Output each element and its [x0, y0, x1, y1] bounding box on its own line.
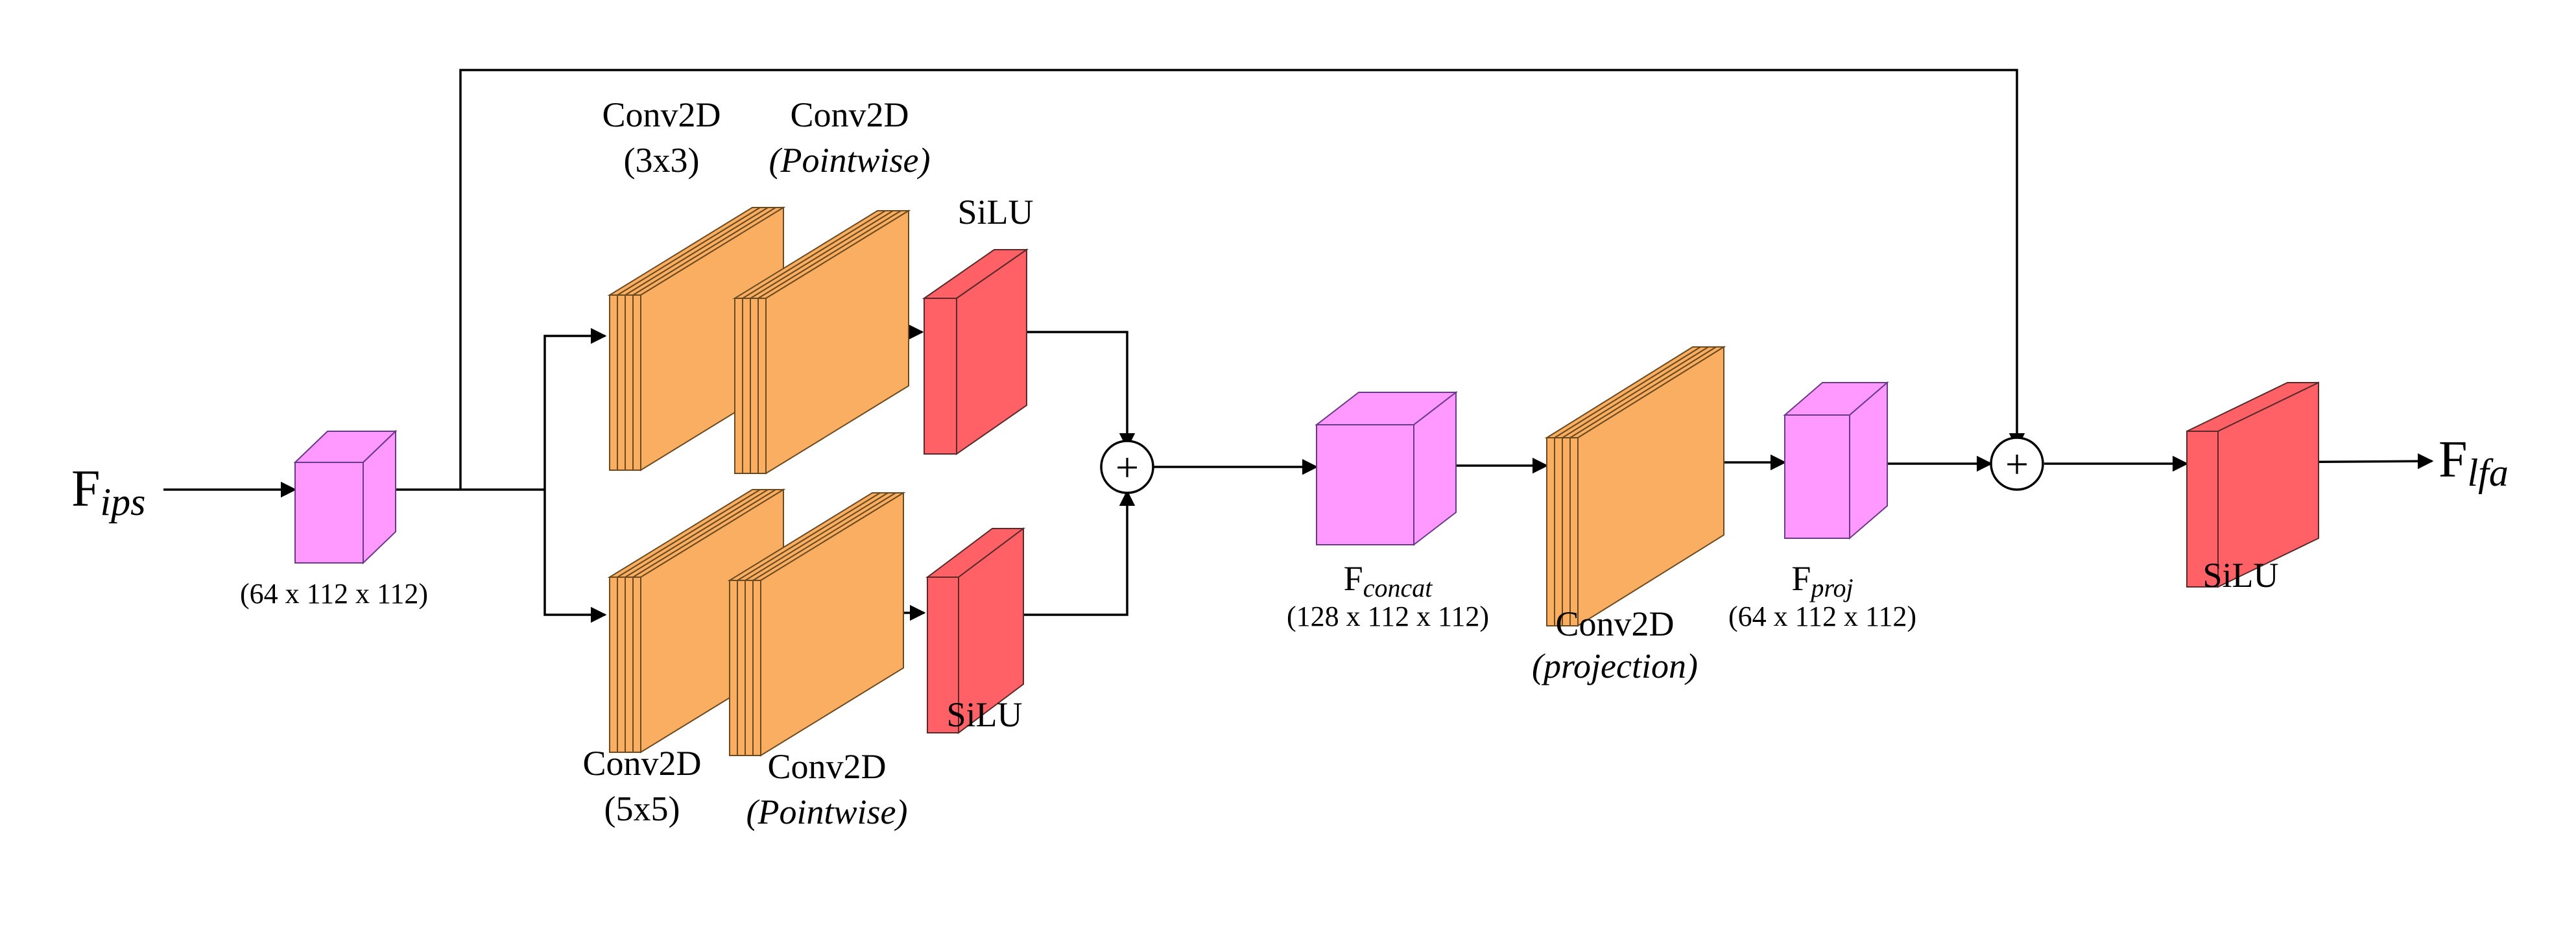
plus-icon: +: [1115, 444, 1139, 490]
input-dims-label: (64 x 112 x 112): [240, 578, 428, 610]
shape: [737, 580, 746, 756]
shape: [727, 492, 883, 581]
input-label: Fips: [71, 460, 146, 523]
shape: [632, 294, 641, 471]
shape: [1569, 437, 1579, 626]
shape: [617, 577, 626, 753]
residual-skip-line: [459, 69, 2025, 490]
top-conv-3x3-stack: [607, 206, 786, 471]
shape: [745, 580, 754, 756]
bottom-conv-b-kernel: (Pointwise): [746, 792, 908, 831]
shape: [757, 298, 767, 474]
top-conv-b-kernel: (Pointwise): [769, 141, 931, 180]
bottom-silu-label: SiLU: [946, 695, 1022, 734]
output-label: Flfa: [2439, 431, 2509, 494]
shape: [2186, 431, 2219, 588]
bottom-conv-a-title: Conv2D: [582, 744, 701, 783]
shape: [1562, 437, 1571, 626]
shape: [729, 580, 738, 756]
shape: [1544, 346, 1703, 438]
sum-node-branches: +: [1100, 440, 1154, 494]
projection-kind: (projection): [1532, 647, 1698, 685]
shape: [1554, 437, 1563, 626]
top-silu-block: [922, 248, 1029, 455]
shape: [609, 294, 618, 471]
shape: [734, 298, 743, 474]
proj-dims-label: (64 x 112 x 112): [1728, 601, 1916, 632]
concat-dims-label: (128 x 112 x 112): [1287, 601, 1489, 632]
projection-title: Conv2D: [1555, 604, 1674, 643]
concat-label: Fconcat: [1344, 559, 1433, 602]
split-to-bottom-branch: [543, 490, 607, 623]
shape: [1546, 437, 1555, 626]
bottom-conv-b-title: Conv2D: [767, 747, 886, 786]
shape: [742, 298, 751, 474]
shape: [625, 294, 634, 471]
projection-conv-stack: [1544, 346, 1726, 627]
shape: [607, 489, 763, 578]
bottom-conv-5x5-stack: [607, 488, 786, 754]
bottom-silu-block: [925, 527, 1025, 734]
split-to-top-branch: [543, 327, 607, 490]
shape: [625, 577, 634, 753]
shape: [732, 210, 888, 299]
shape: [927, 577, 959, 733]
proj-label: Fproj: [1791, 559, 1853, 602]
shape: [750, 298, 759, 474]
shape: [765, 209, 909, 475]
shape: [609, 577, 618, 753]
bottom-conv-a-kernel: (5x5): [604, 789, 680, 828]
final-silu-label: SiLU: [2202, 556, 2278, 595]
concat-feature-cube: [1315, 390, 1458, 547]
shape: [1577, 346, 1724, 627]
shape: [924, 298, 957, 455]
shape: [607, 207, 763, 296]
connections: [163, 69, 2434, 623]
plus-icon: +: [2005, 441, 2029, 487]
top-silu-to-sum-arrow: [996, 331, 1136, 449]
shape: [617, 294, 626, 471]
input-feature-cube: [293, 429, 398, 565]
top-conv-a-title: Conv2D: [602, 95, 721, 134]
top-conv-b-title: Conv2D: [790, 95, 909, 134]
bottom-conv-pointwise-stack: [727, 492, 906, 757]
top-silu-label: SiLU: [957, 193, 1033, 232]
top-conv-a-kernel: (3x3): [624, 141, 700, 180]
shape: [632, 577, 641, 753]
proj-feature-cube: [1783, 381, 1889, 540]
bottom-silu-to-sum-arrow: [996, 490, 1136, 616]
sum-node-residual: +: [1990, 436, 2044, 491]
top-conv-pointwise-stack: [732, 209, 911, 475]
shape: [760, 492, 904, 757]
final-silu-block: [2186, 381, 2319, 588]
shape: [752, 580, 761, 756]
